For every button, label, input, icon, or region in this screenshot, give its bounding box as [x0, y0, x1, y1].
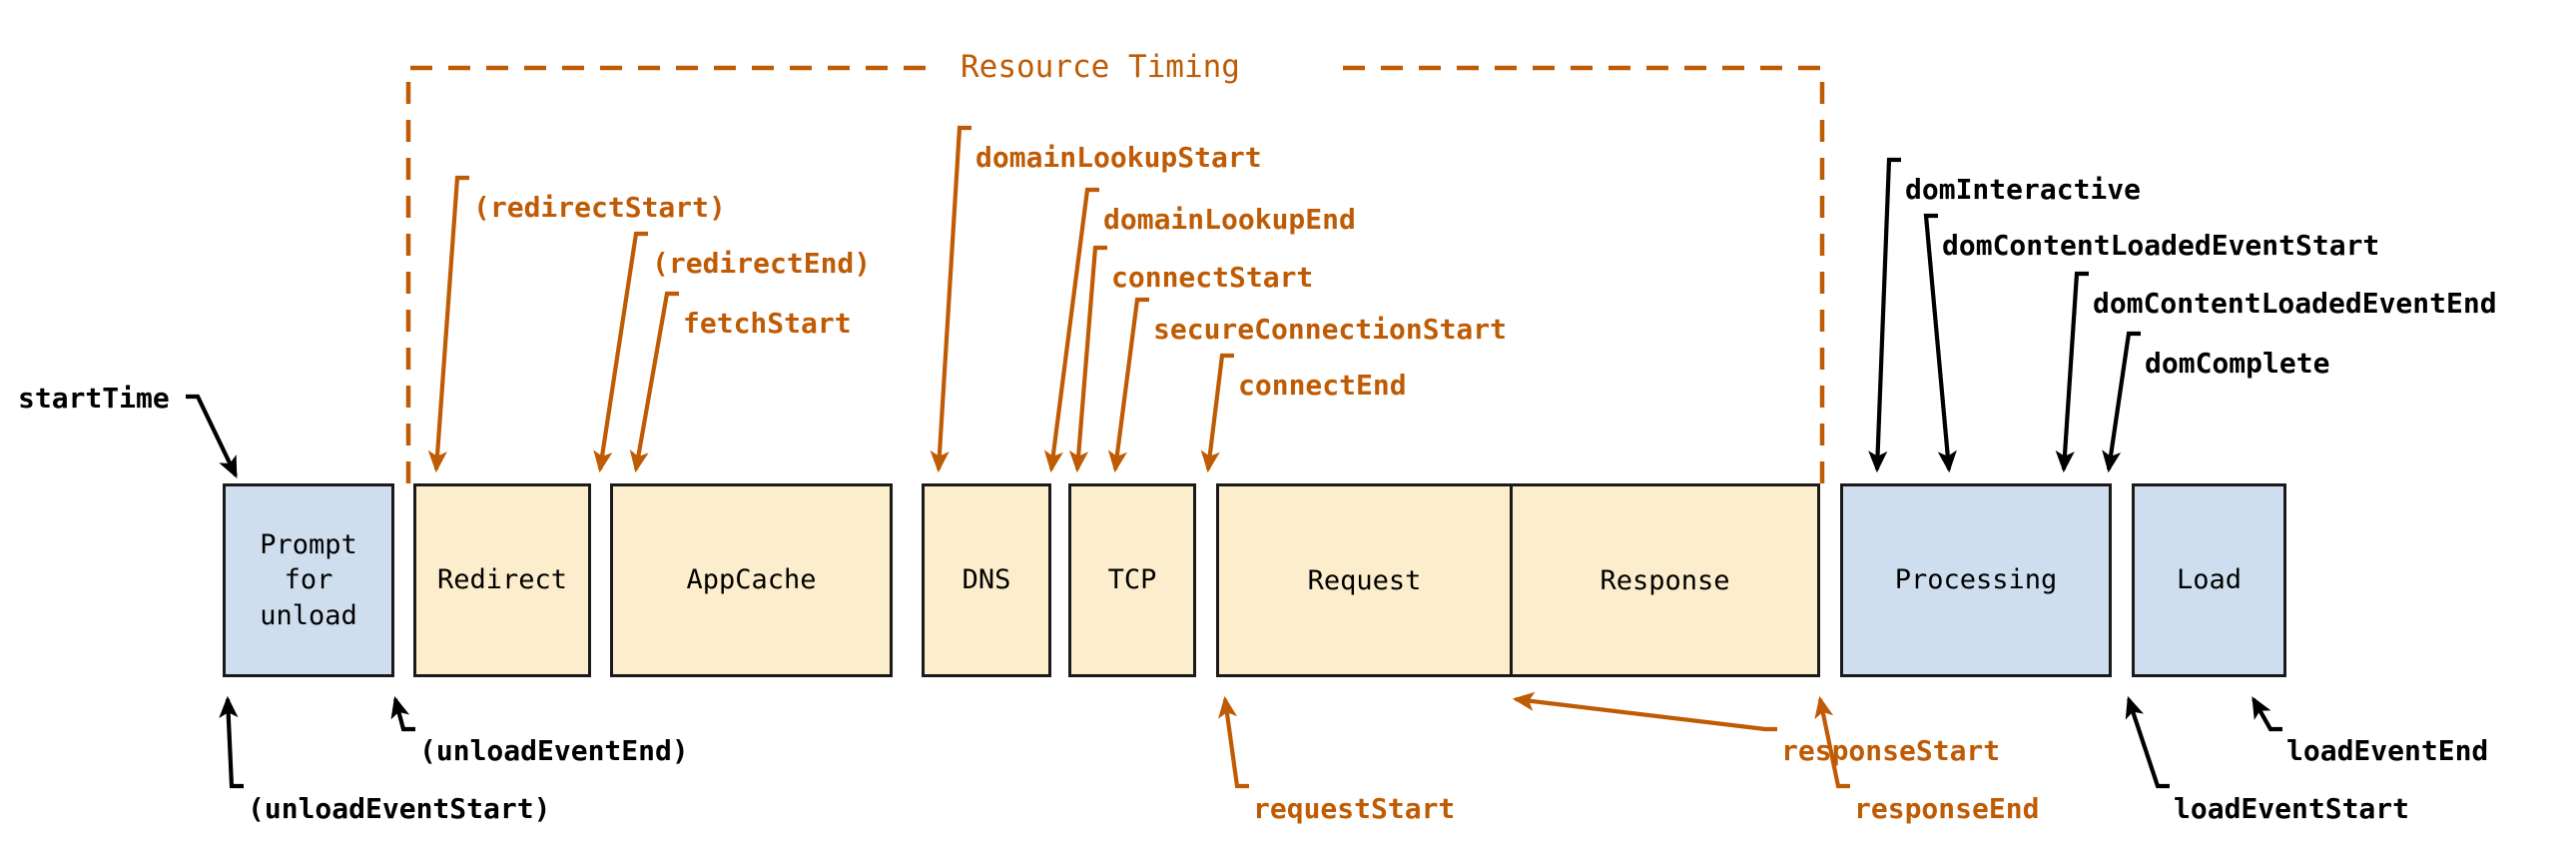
timing-label-domainLookupEnd: domainLookupEnd	[1103, 203, 1356, 236]
timing-label-requestStart: requestStart	[1253, 792, 1456, 825]
phase-label-prompt-for-unload: Prompt for unload	[260, 529, 357, 631]
phase-label-load: Load	[2176, 564, 2243, 596]
bottom-leader-orange-group	[1218, 691, 1850, 789]
phase-box-processing[interactable]: Processing	[1840, 483, 2112, 677]
leader-requestStart	[1218, 695, 1249, 789]
timing-label-fetchStart: fetchStart	[683, 307, 852, 340]
phase-label-request: Request	[1307, 564, 1422, 596]
leader-responseStart	[1512, 691, 1777, 732]
phase-label-tcp: TCP	[1107, 564, 1157, 596]
phase-label-redirect: Redirect	[436, 564, 568, 596]
leader-loadEventEnd	[2252, 696, 2282, 732]
leader-domContentLoadedEventEnd	[2055, 271, 2089, 473]
timing-label-redirectStart: (redirectStart)	[473, 191, 726, 224]
phase-box-dns[interactable]: DNS	[922, 483, 1051, 677]
timing-label-responseStart: responseStart	[1781, 734, 2001, 767]
timing-label-unloadEventStart: (unloadEventStart)	[248, 792, 551, 825]
leader-responseEnd	[1814, 695, 1850, 789]
bottom-leader-black-group	[219, 695, 2282, 789]
leader-domComplete	[2102, 331, 2141, 473]
timing-label-redirectEnd: (redirectEnd)	[652, 247, 872, 280]
timing-label-connectStart: connectStart	[1111, 261, 1314, 294]
request-response-divider	[1510, 486, 1513, 674]
leader-domInteractive	[1868, 157, 1901, 473]
phase-box-appcache[interactable]: AppCache	[610, 483, 893, 677]
leader-unloadEventStart	[219, 695, 244, 789]
timing-label-loadEventEnd: loadEventEnd	[2286, 734, 2489, 767]
phase-box-redirect[interactable]: Redirect	[413, 483, 591, 677]
timing-label-unloadEventEnd: (unloadEventEnd)	[419, 734, 689, 767]
phase-label-appcache: AppCache	[686, 564, 817, 596]
leader-connectEnd	[1200, 353, 1234, 473]
phase-cell-response[interactable]: Response	[1513, 486, 1817, 674]
leader-redirectEnd	[593, 231, 648, 473]
timing-label-domComplete: domComplete	[2145, 347, 2330, 380]
phase-cell-request[interactable]: Request	[1219, 486, 1510, 674]
leader-domContentLoadedEventStart	[1923, 213, 1957, 473]
timing-label-secureConnectionStart: secureConnectionStart	[1153, 313, 1508, 346]
timing-label-domainLookupStart: domainLookupStart	[975, 141, 1262, 174]
leader-startTime	[186, 394, 238, 478]
top-leader-orange-group	[427, 125, 1234, 473]
phase-box-load[interactable]: Load	[2132, 483, 2286, 677]
phase-label-dns: DNS	[962, 564, 1011, 596]
top-leader-black-group	[186, 157, 2141, 478]
phase-label-processing: Processing	[1894, 564, 2058, 596]
leader-loadEventStart	[2125, 695, 2170, 789]
leader-redirectStart	[427, 175, 469, 473]
phase-box-prompt-for-unload[interactable]: Prompt for unload	[223, 483, 394, 677]
leader-secureConnectionStart	[1107, 297, 1149, 473]
timing-label-domContentLoadedEventStart: domContentLoadedEventStart	[1942, 229, 2380, 262]
phase-label-response: Response	[1600, 564, 1730, 596]
timing-label-domInteractive: domInteractive	[1905, 173, 2142, 206]
timing-label-loadEventStart: loadEventStart	[2174, 792, 2410, 825]
leader-fetchStart	[629, 291, 679, 473]
timing-label-responseEnd: responseEnd	[1854, 792, 2040, 825]
timing-label-startTime: startTime	[18, 382, 170, 415]
leader-domainLookupStart	[930, 125, 971, 473]
leader-connectStart	[1068, 245, 1107, 473]
timing-label-domContentLoadedEventEnd: domContentLoadedEventEnd	[2093, 287, 2497, 320]
leader-unloadEventEnd	[390, 695, 415, 732]
timing-label-connectEnd: connectEnd	[1238, 369, 1407, 402]
resource-timing-bracket-label: Resource Timing	[947, 52, 1254, 83]
leader-domainLookupEnd	[1043, 187, 1099, 473]
phase-box-tcp[interactable]: TCP	[1068, 483, 1196, 677]
resource-timing-bracket	[405, 65, 1825, 483]
phase-box-request-response[interactable]: Request Response	[1216, 483, 1820, 677]
